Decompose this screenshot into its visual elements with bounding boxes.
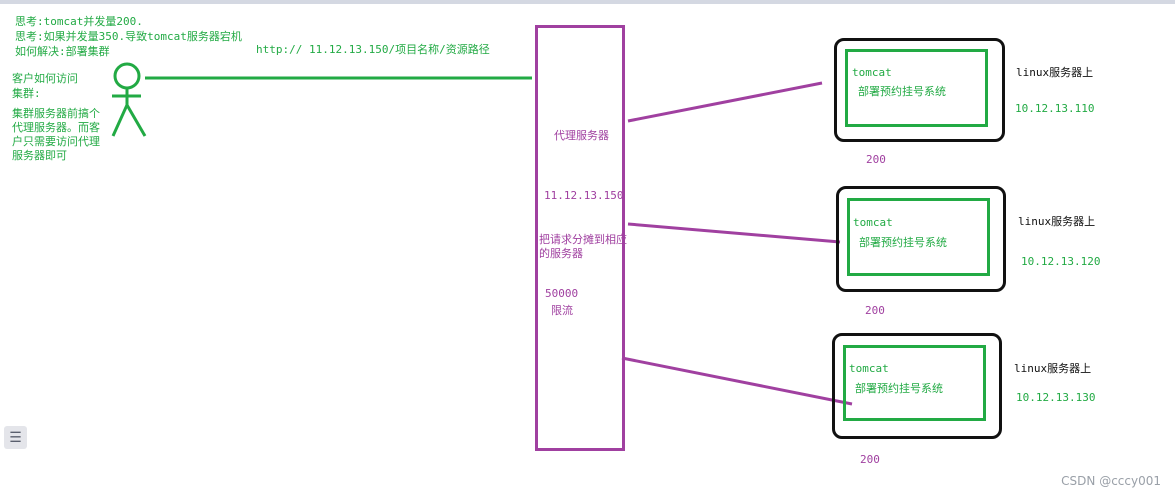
answer-line-1: 集群服务器前搞个 bbox=[12, 107, 100, 120]
tomcat-1-label: tomcat bbox=[852, 66, 892, 79]
tomcat-2-box bbox=[847, 198, 990, 276]
server-3-concurrency: 200 bbox=[860, 453, 880, 466]
proxy-ip: 11.12.13.150 bbox=[544, 189, 624, 202]
proxy-desc-2: 的服务器 bbox=[539, 247, 583, 260]
proxy-desc-1: 把请求分摊到相应 bbox=[539, 233, 627, 246]
question-line-2: 集群: bbox=[12, 87, 41, 100]
proxy-to-server-1-line bbox=[627, 81, 823, 123]
question-line-1: 客户如何访问 bbox=[12, 72, 78, 85]
server-3-ip: 10.12.13.130 bbox=[1016, 391, 1096, 404]
system-3-label: 部署预约挂号系统 bbox=[855, 382, 943, 395]
server-2-ip: 10.12.13.120 bbox=[1021, 255, 1101, 268]
server-1-concurrency: 200 bbox=[866, 153, 886, 166]
proxy-limit-label: 限流 bbox=[551, 304, 573, 317]
answer-line-3: 户只需要访问代理 bbox=[12, 135, 100, 148]
note-line-3: 如何解决:部署集群 bbox=[15, 45, 110, 58]
tomcat-1-box bbox=[845, 49, 988, 127]
proxy-to-server-2-line bbox=[627, 222, 841, 244]
proxy-to-server-3-line bbox=[621, 356, 853, 406]
server-1-ip: 10.12.13.110 bbox=[1015, 102, 1095, 115]
answer-line-4: 服务器即可 bbox=[12, 149, 67, 162]
note-line-2: 思考:如果并发量350.导致tomcat服务器宕机 bbox=[15, 30, 242, 43]
menu-icon[interactable]: ☰ bbox=[4, 426, 27, 449]
os-3-label: linux服务器上 bbox=[1014, 362, 1092, 375]
proxy-label: 代理服务器 bbox=[554, 129, 609, 142]
note-line-1: 思考:tomcat并发量200. bbox=[15, 15, 143, 28]
server-2-concurrency: 200 bbox=[865, 304, 885, 317]
tomcat-2-label: tomcat bbox=[853, 216, 893, 229]
answer-line-2: 代理服务器。而客 bbox=[12, 121, 100, 134]
server-3-box bbox=[832, 333, 1002, 439]
server-1-box bbox=[834, 38, 1005, 142]
system-2-label: 部署预约挂号系统 bbox=[859, 236, 947, 249]
tomcat-3-label: tomcat bbox=[849, 362, 889, 375]
proxy-server-box bbox=[535, 25, 625, 451]
top-bar bbox=[0, 0, 1175, 4]
os-2-label: linux服务器上 bbox=[1018, 215, 1096, 228]
stick-figure-icon bbox=[111, 62, 147, 137]
server-2-box bbox=[836, 186, 1006, 292]
system-1-label: 部署预约挂号系统 bbox=[858, 85, 946, 98]
tomcat-3-box bbox=[843, 345, 986, 421]
watermark: CSDN @cccy001 bbox=[1061, 474, 1161, 488]
access-url: http:// 11.12.13.150/项目名称/资源路径 bbox=[256, 43, 490, 56]
os-1-label: linux服务器上 bbox=[1016, 66, 1094, 79]
proxy-limit: 50000 bbox=[545, 287, 579, 300]
